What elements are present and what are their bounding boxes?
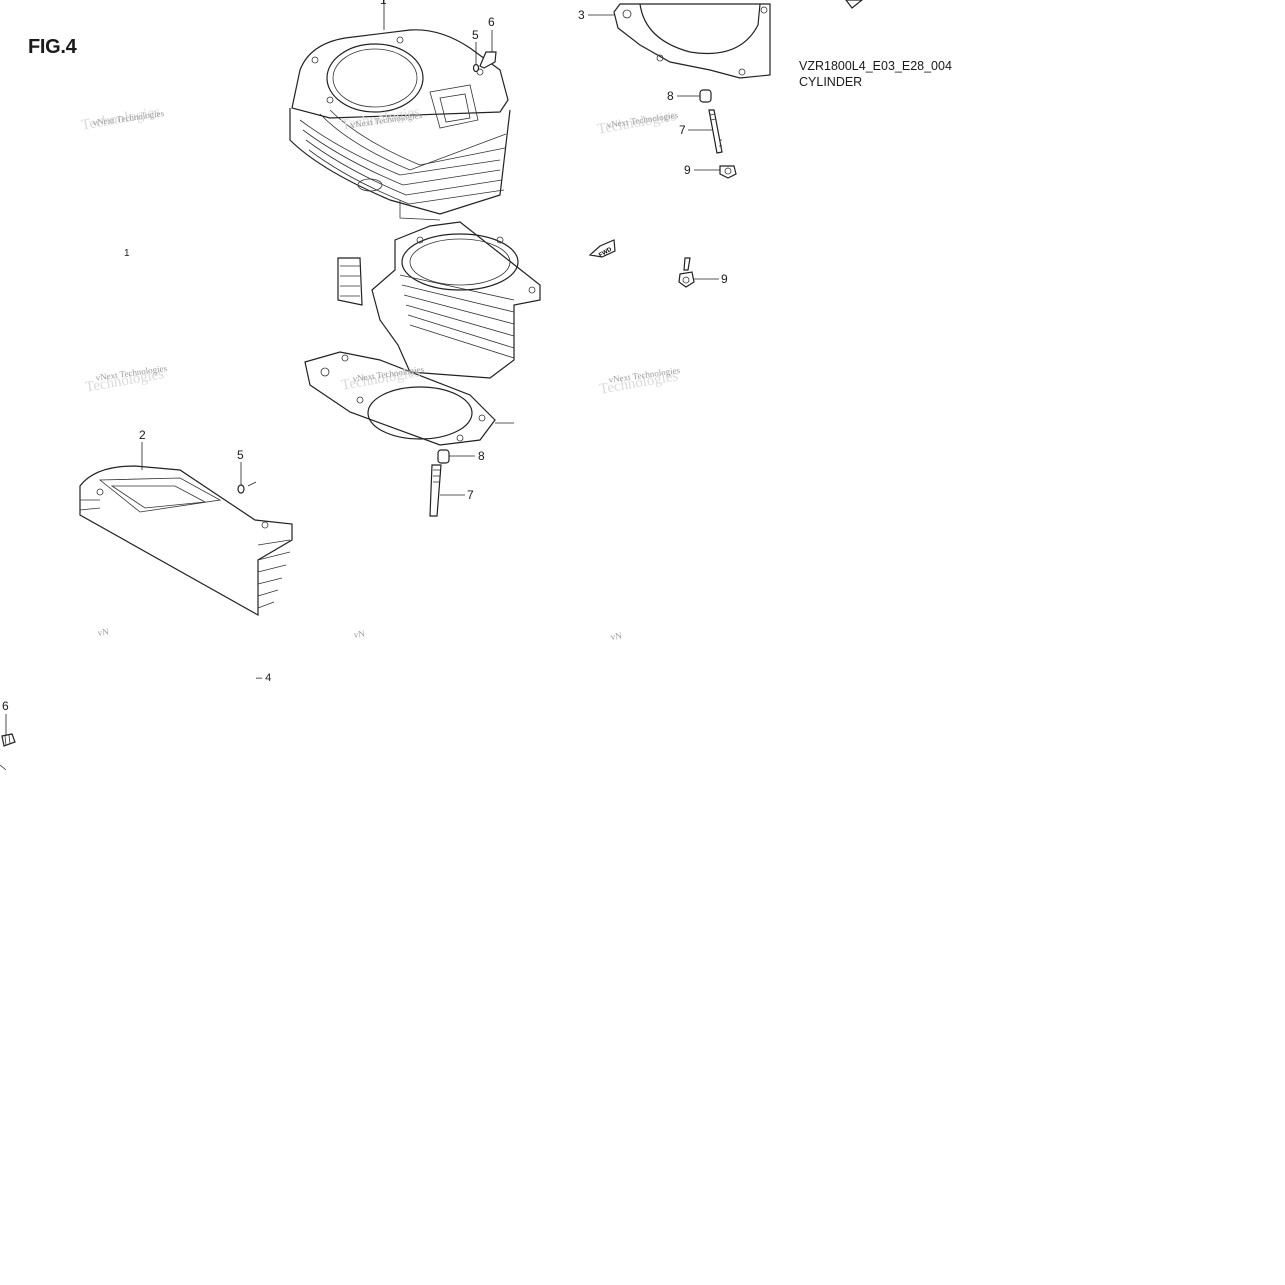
dowel-pin-top [699, 89, 712, 103]
cylinder-rear [337, 221, 541, 379]
callout-1-left: 1 [124, 248, 130, 259]
union-bolt-top [479, 51, 497, 69]
diagram-code: VZR1800L4_E03_E28_004 [799, 59, 952, 73]
callout-5-bottom: 5 [237, 448, 244, 462]
dowel-pin-bottom [437, 449, 450, 464]
watermark-clipped: vN [610, 630, 623, 642]
callout-7-bottom: 7 [467, 488, 474, 502]
oil-jet-bottom [237, 484, 245, 494]
gasket-base [304, 351, 496, 446]
callout-7-top: 7 [679, 123, 686, 137]
callout-3: 3 [578, 8, 585, 22]
diagram-name: CYLINDER [799, 75, 863, 89]
gasket-head [613, 3, 771, 79]
callout-9-top: 9 [684, 163, 691, 177]
figure-title: FIG.4 [28, 36, 77, 58]
union-bolt-bottom [1, 733, 16, 747]
nut-bottom [678, 257, 695, 288]
fwd-arrow-icon-top [845, 0, 863, 9]
cylinder-rear-detail [79, 465, 293, 617]
cylinder-front [289, 29, 511, 221]
watermark-clipped: vN [97, 626, 110, 638]
watermark-clipped: vN [353, 628, 366, 640]
callout-6-bottom: 6 [2, 699, 9, 713]
callout-5-top: 5 [472, 28, 479, 42]
fwd-arrow-icon: FWD [588, 239, 616, 259]
callout-2: 2 [139, 428, 146, 442]
stud-bottom [429, 464, 442, 517]
stud-top [708, 109, 723, 154]
callout-6-top: 6 [488, 15, 495, 29]
callout-9-bottom: 9 [721, 272, 728, 286]
callout-8-bottom: 8 [478, 449, 485, 463]
oil-jet-top [472, 63, 480, 73]
callout-1-top: 1 [380, 0, 387, 7]
callout-4: – 4 [256, 672, 272, 684]
nut-top [719, 165, 737, 179]
callout-8-top: 8 [667, 89, 674, 103]
